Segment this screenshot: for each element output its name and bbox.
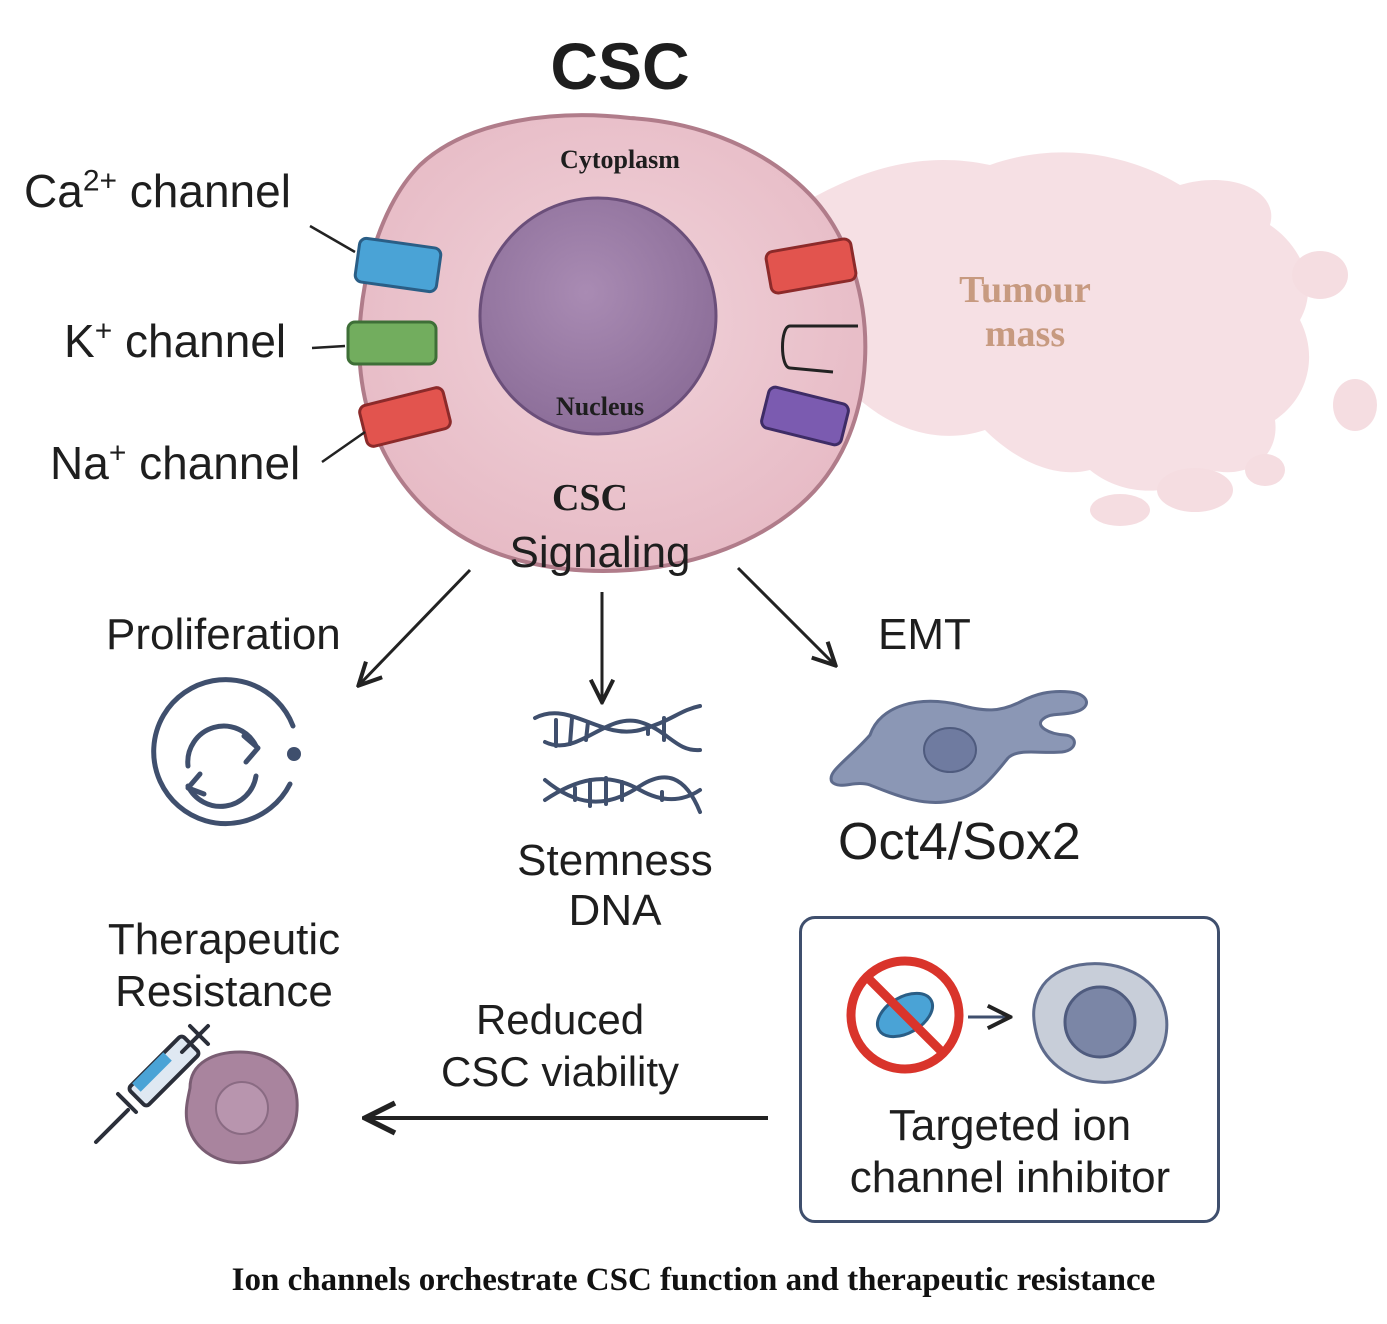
na-prefix: Na — [50, 437, 109, 489]
arrow-to-proliferation — [360, 568, 472, 684]
inhibitor-icon — [846, 956, 964, 1074]
k-prefix: K — [64, 315, 95, 367]
stemness-line1: Stemness — [517, 836, 713, 885]
na-leader-line — [321, 430, 366, 464]
nucleus — [478, 196, 718, 436]
oct-sox-label: Oct4/Sox2 — [838, 813, 1081, 871]
nucleus-label: Nucleus — [555, 392, 645, 421]
ca-prefix: Ca — [24, 165, 83, 217]
tumour-line1: Tumour — [959, 269, 1091, 311]
right-red-channel-icon — [764, 237, 858, 295]
ca-charge: 2+ — [82, 164, 118, 198]
inhibited-cell-icon — [1032, 962, 1169, 1084]
tumour-line2: mass — [984, 313, 1066, 355]
arrow-to-emt — [736, 566, 834, 664]
right-purple-channel-icon — [760, 385, 850, 447]
resistance-cell-icon — [184, 1050, 299, 1165]
k-suffix: channel — [112, 315, 287, 367]
emt-label: EMT — [878, 610, 971, 659]
signaling-label: Signaling — [509, 528, 691, 577]
signaling-csc-label: CSC — [551, 477, 629, 519]
na-channel-label: Na+ channel — [50, 436, 300, 490]
resistance-line1: Therapeutic — [107, 915, 341, 964]
ca-leader-line — [309, 224, 356, 254]
inhibitor-panel — [799, 916, 1220, 1223]
resistance-line2: Resistance — [115, 967, 333, 1016]
proliferation-label: Proliferation — [106, 610, 341, 659]
stemness-line2: DNA — [568, 886, 662, 935]
reduced-viability-label: Reduced CSC viability — [410, 994, 710, 1098]
k-charge: + — [94, 314, 113, 348]
inhibitor-label: Targeted ion channel inhibitor — [805, 1100, 1215, 1204]
emt-cell-icon — [829, 690, 1088, 804]
dna-icon — [533, 704, 702, 814]
k-channel-icon — [346, 320, 438, 366]
reduced-line2: CSC viability — [440, 1048, 680, 1095]
na-suffix: channel — [126, 437, 301, 489]
na-charge: + — [108, 436, 127, 470]
ca-channel-icon — [353, 236, 443, 294]
k-leader-line — [311, 344, 346, 350]
cycle-dot-icon — [287, 747, 301, 761]
reduced-line1: Reduced — [475, 996, 645, 1043]
figure-caption: Ion channels orchestrate CSC function an… — [231, 1262, 1156, 1298]
k-channel-label: K+ channel — [64, 314, 286, 368]
ca-channel-label: Ca2+ channel — [24, 164, 291, 218]
inhibitor-line1: Targeted ion — [888, 1101, 1132, 1150]
cytoplasm-label: Cytoplasm — [560, 145, 680, 174]
resistance-label: Therapeutic Resistance — [84, 914, 364, 1018]
open-channel-icon — [781, 324, 858, 374]
tumour-label: Tumour mass — [920, 268, 1130, 356]
inhibitor-line2: channel inhibitor — [849, 1153, 1171, 1202]
proliferation-cycle-icon — [151, 677, 296, 827]
na-channel-icon — [358, 386, 452, 448]
tumour-mass — [800, 152, 1377, 526]
syringe-icon — [94, 1024, 210, 1144]
stemness-label: Stemness DNA — [490, 836, 740, 936]
diagram-title: CSC — [550, 29, 690, 103]
ca-suffix: channel — [117, 165, 291, 217]
